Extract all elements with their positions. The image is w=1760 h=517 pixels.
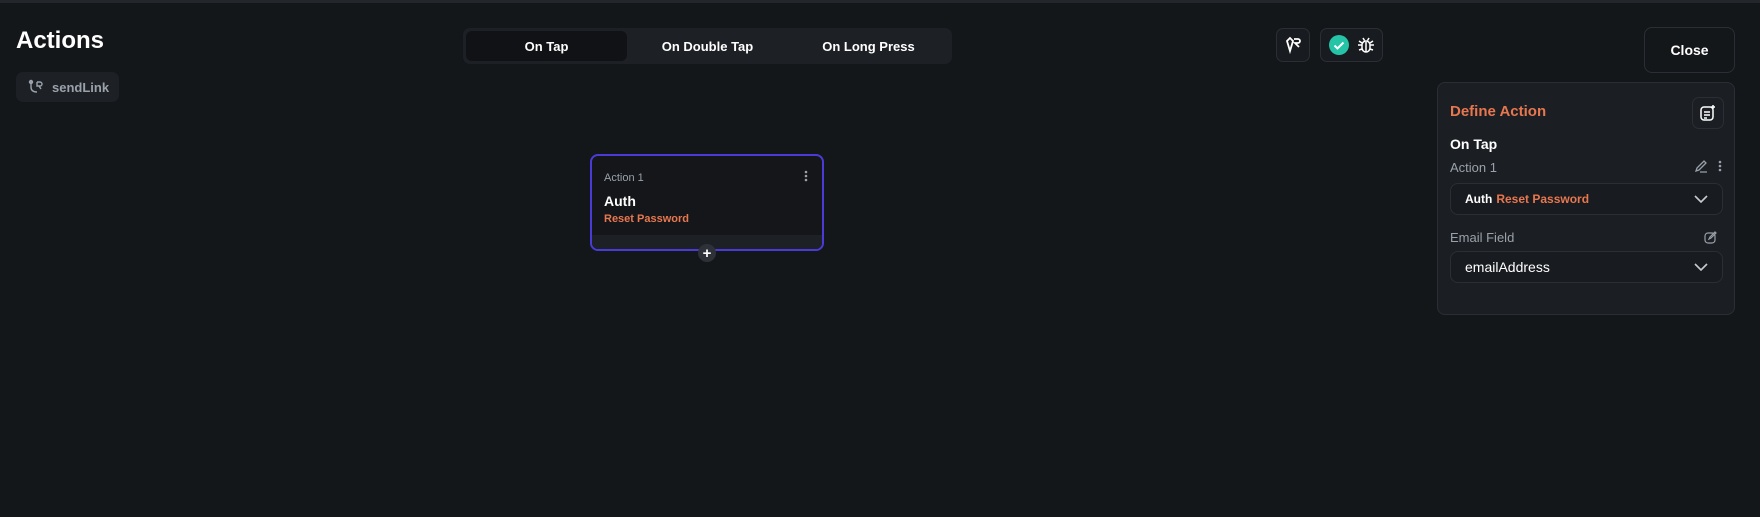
- page-title: Actions: [16, 27, 105, 54]
- widget-chip-sendlink[interactable]: sendLink: [16, 72, 119, 102]
- tab-on-double-tap[interactable]: On Double Tap: [661, 38, 754, 54]
- card-footer: [592, 235, 822, 249]
- bug-icon: [1357, 37, 1374, 53]
- add-action-button[interactable]: +: [698, 244, 716, 262]
- chevron-down-icon: [1694, 195, 1708, 203]
- edit-square-icon[interactable]: [1704, 231, 1717, 244]
- check-circle-icon: [1328, 35, 1349, 55]
- more-vertical-icon[interactable]: [1718, 160, 1722, 172]
- dropdown-action-name: Reset Password: [1496, 192, 1590, 206]
- trigger-tabs: On Tap On Double Tap On Long Press: [463, 28, 952, 64]
- edit-pencil-icon[interactable]: [1694, 159, 1708, 173]
- branch-icon: [28, 79, 43, 93]
- validation-debug-button[interactable]: [1320, 28, 1383, 62]
- tab-on-long-press[interactable]: On Long Press: [822, 38, 915, 54]
- note-add-icon: [1700, 105, 1715, 121]
- tab-on-tap[interactable]: On Tap: [466, 31, 627, 61]
- chevron-down-icon: [1694, 263, 1708, 271]
- define-action-panel: Define Action On Tap Action 1 Auth Reset…: [1437, 82, 1735, 315]
- action-node-label: Action 1: [604, 172, 644, 184]
- trigger-label: On Tap: [1450, 136, 1498, 152]
- panel-title: Define Action: [1450, 103, 1547, 120]
- action-category: Auth: [604, 193, 636, 209]
- add-note-button[interactable]: [1692, 97, 1724, 129]
- more-vertical-icon[interactable]: [804, 170, 808, 182]
- select-widget-button[interactable]: [1276, 28, 1310, 62]
- email-field-dropdown[interactable]: emailAddress: [1450, 251, 1723, 283]
- close-button[interactable]: Close: [1644, 27, 1735, 73]
- email-field-label: Email Field: [1450, 230, 1515, 245]
- chip-label: sendLink: [52, 79, 110, 95]
- action-name: Reset Password: [604, 213, 689, 225]
- cursor-select-icon: [1285, 36, 1301, 54]
- action-label: Action 1: [1450, 160, 1497, 175]
- top-border: [0, 0, 1760, 3]
- action-node-card[interactable]: Action 1 Auth Reset Password: [590, 154, 824, 251]
- dropdown-category: Auth: [1465, 192, 1493, 206]
- action-type-dropdown[interactable]: Auth Reset Password: [1450, 183, 1723, 215]
- email-field-value: emailAddress: [1465, 259, 1550, 275]
